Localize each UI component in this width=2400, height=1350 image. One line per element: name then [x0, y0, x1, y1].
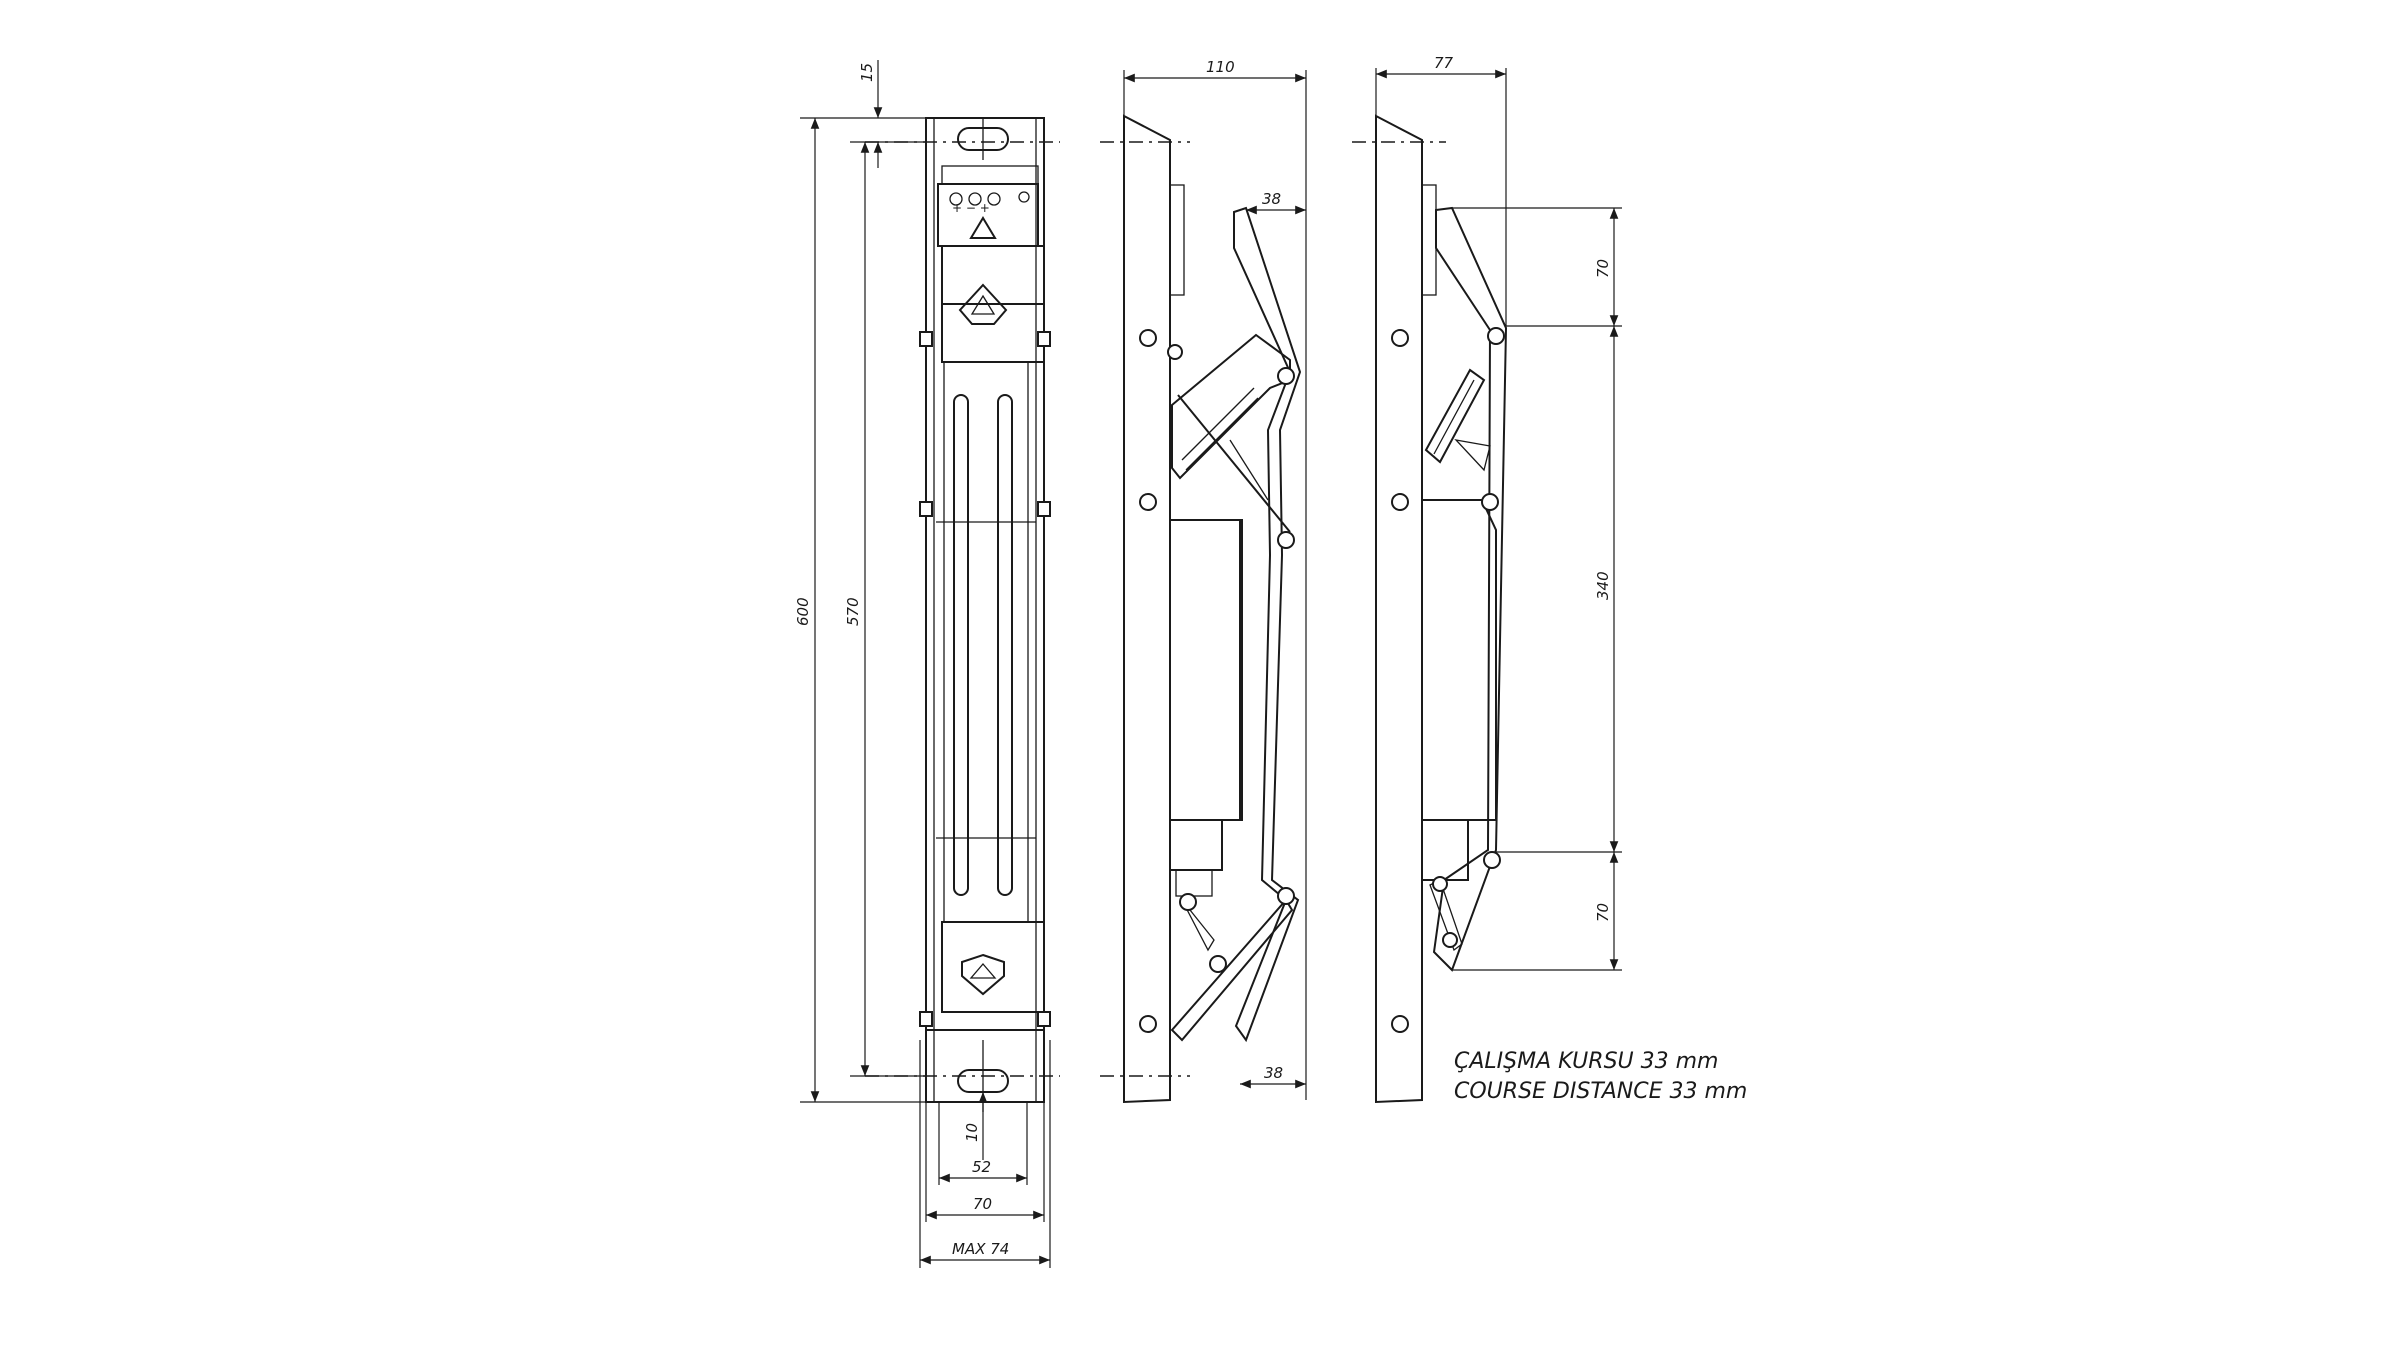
guide-bar-open [1424, 368, 1486, 464]
dim-77: 77 [1434, 54, 1454, 72]
mount-plate-open [1375, 114, 1423, 1104]
closer-arm [1233, 206, 1302, 1043]
dim-15: 15 [858, 63, 876, 82]
terminal-labels: + − + [952, 201, 990, 215]
dim-max-74: MAX 74 [952, 1240, 1009, 1258]
closer-arm-open [1432, 206, 1508, 972]
lower-cover [941, 921, 1045, 1013]
linkage-bar [1171, 333, 1291, 480]
warning-triangle-icon [969, 216, 997, 239]
front-view: + − + [794, 60, 1060, 1268]
dim-70-upper: 70 [1594, 259, 1612, 278]
motor-body [1169, 519, 1243, 821]
note-line-tr: ÇALIŞMA KURSU 33 mm [1454, 1049, 1718, 1074]
dim-70-front: 70 [973, 1195, 992, 1213]
dim-110: 110 [1206, 58, 1235, 76]
dim-70-lower: 70 [1594, 903, 1612, 922]
note-line-en: COURSE DISTANCE 33 mm [1454, 1079, 1747, 1104]
dim-340: 340 [1594, 571, 1612, 600]
mount-plate [1123, 114, 1171, 1104]
stroke-note: ÇALIŞMA KURSU 33 mm COURSE DISTANCE 33 m… [1454, 1049, 1747, 1104]
bolt-icon [1391, 327, 1505, 1033]
dim-570: 570 [844, 597, 862, 626]
dim-38-top: 38 [1262, 190, 1281, 208]
dim-10: 10 [963, 1123, 981, 1142]
dim-52: 52 [972, 1158, 991, 1176]
side-view-closed: 110 38 38 [1100, 58, 1307, 1104]
dim-38-bottom: 38 [1264, 1064, 1283, 1082]
logo-icon [958, 283, 1008, 325]
dim-600: 600 [794, 597, 812, 626]
bolt-icon [1139, 329, 1295, 1033]
side-view-open: 77 70 340 70 [1352, 54, 1622, 1104]
bolt-icon [919, 331, 1051, 1027]
